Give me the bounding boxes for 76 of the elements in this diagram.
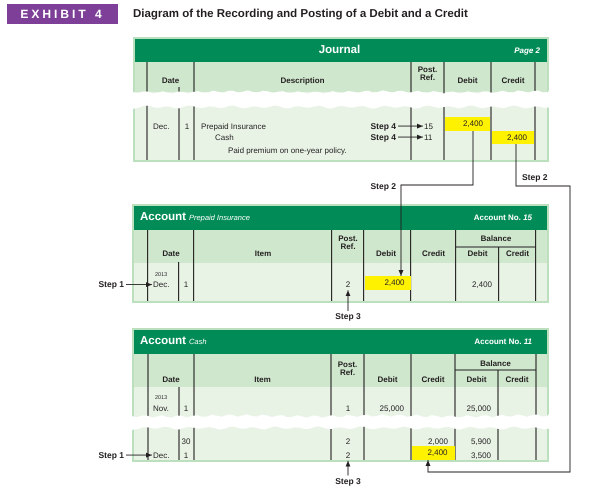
edge-label: Step 2 (370, 182, 396, 192)
account-number: Account No. 15 (474, 213, 532, 223)
amount-text: 2,000 (428, 436, 448, 446)
highlighted-amount: 2,400 (365, 276, 410, 290)
column-header: Post. Ref. (337, 235, 359, 252)
day-number: 30 (182, 436, 190, 446)
account-text: Cash (215, 132, 234, 142)
column-header: Credit (505, 374, 529, 384)
column-header: Credit (501, 76, 525, 85)
column-header: Balance (480, 234, 512, 243)
date-text: Dec. (153, 122, 170, 131)
column-header: Balance (480, 358, 511, 368)
table-title: Account (140, 211, 186, 225)
step-label: Step 1 (98, 450, 124, 460)
table-title: Journal (318, 44, 360, 58)
date-text: Nov. (153, 404, 169, 413)
column-header: Date (162, 76, 180, 85)
column-header: Date (162, 248, 180, 258)
diagram-title: Diagram of the Recording and Posting of a Debit and a Credit (133, 8, 468, 22)
day-number: 1 (184, 450, 188, 460)
column-header: Credit (421, 374, 445, 384)
post-ref-number: 2 (346, 450, 350, 460)
explanation-text: Paid premium on one-year policy. (228, 146, 347, 155)
column-header: Debit (468, 248, 488, 258)
column-header: Item (254, 374, 271, 384)
arrow (398, 124, 424, 129)
column-header: Post. Ref. (336, 361, 358, 378)
post-ref-number: 2 (346, 280, 350, 290)
arrow (398, 130, 474, 276)
column-header: Debit (458, 76, 478, 85)
post-ref-number: 1 (346, 404, 350, 413)
page-number: Page 2 (514, 46, 540, 56)
arrow (346, 290, 350, 312)
column-header: Debit (466, 374, 486, 384)
column-header: Credit (506, 248, 530, 258)
step-label: Step 4 (370, 132, 396, 142)
amount-text: 5,900 (470, 436, 491, 446)
highlighted-amount: 2,400 (445, 117, 490, 131)
account-number: Account No. 11 (474, 337, 532, 347)
step-label: Step 3 (335, 476, 361, 486)
day-number: 1 (184, 122, 190, 131)
highlighted-amount: 2,400 (492, 131, 534, 144)
column-header: Debit (378, 374, 398, 384)
column-header: Credit (422, 248, 446, 258)
post-ref-number: 15 (424, 122, 433, 131)
post-ref-number: 11 (424, 132, 432, 142)
ledger-table (132, 328, 549, 462)
date-text: Dec. (153, 280, 170, 290)
column-header: Debit (376, 248, 396, 258)
highlighted-amount: 2,400 (412, 446, 454, 460)
step-label: Step 3 (335, 312, 361, 322)
amount-text: 25,000 (380, 404, 404, 413)
arrow (126, 452, 152, 458)
ledger-table (132, 204, 549, 303)
step-label: Step 1 (98, 280, 124, 290)
day-number: 1 (184, 404, 188, 413)
arrow (346, 460, 350, 476)
column-header: Item (254, 248, 272, 258)
journal-table (133, 37, 549, 162)
edge-label: Step 2 (522, 173, 548, 183)
step-label: Step 4 (370, 122, 396, 132)
amount-text: 2,400 (472, 280, 492, 290)
column-header: Description (280, 76, 324, 85)
date-text: Dec. (153, 450, 170, 460)
account-text: Prepaid Insurance (201, 122, 266, 131)
day-number: 1 (184, 280, 188, 290)
column-header: Date (162, 374, 180, 384)
column-header: Post. Ref. (416, 66, 438, 83)
arrow (126, 282, 152, 288)
arrow (426, 144, 570, 472)
post-ref-number: 2 (346, 436, 350, 446)
arrow (398, 134, 424, 140)
table-title: Account (140, 335, 186, 349)
amount-text: 25,000 (466, 404, 491, 413)
amount-text: 3,500 (470, 450, 491, 460)
exhibit-badge: EXHIBIT 4 (7, 4, 118, 24)
